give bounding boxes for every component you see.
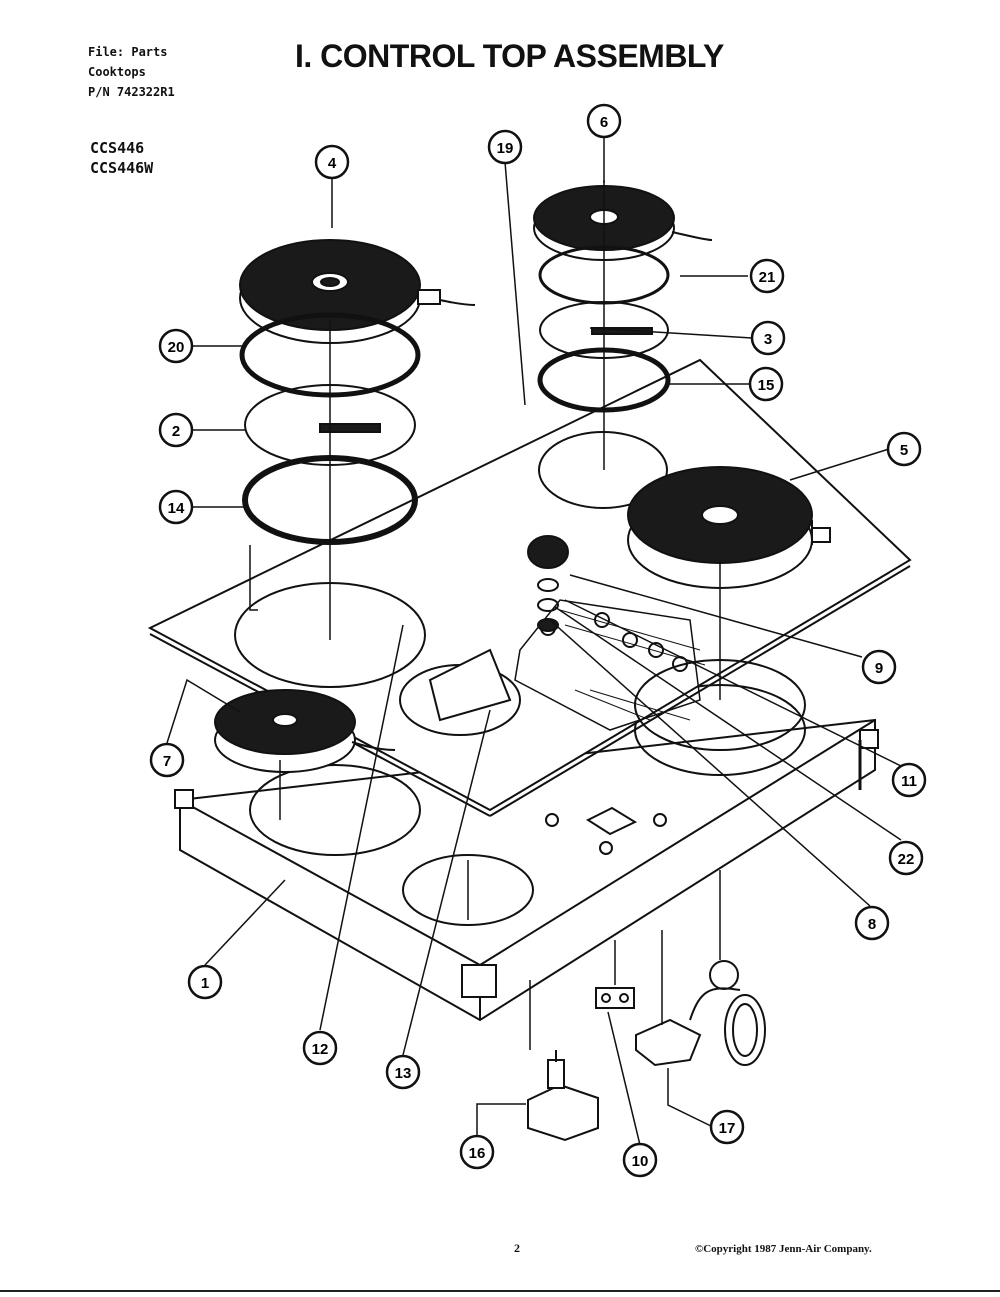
svg-text:5: 5 — [900, 442, 908, 459]
callout-8: 8 — [854, 905, 890, 941]
retainer-clip — [319, 423, 381, 433]
callout-11: 11 — [891, 762, 927, 798]
model-number-2: CCS446W — [90, 159, 154, 177]
terminal-block-part-10 — [595, 987, 635, 1009]
infinite-switch-part-16 — [527, 1050, 599, 1142]
part-number-label: P/N 742322R1 — [88, 85, 175, 99]
callout-16: 16 — [459, 1134, 495, 1170]
callout-2: 2 — [158, 412, 194, 448]
part-callouts: 1 2 3 4 5 6 7 8 9 10 11 12 13 14 15 16 1… — [149, 103, 927, 1178]
callout-6: 6 — [586, 103, 622, 139]
svg-text:8: 8 — [868, 916, 876, 933]
svg-text:15: 15 — [758, 377, 775, 394]
svg-text:2: 2 — [172, 423, 180, 440]
page-number: 2 — [514, 1241, 520, 1255]
svg-text:9: 9 — [875, 660, 883, 677]
svg-text:16: 16 — [469, 1145, 486, 1162]
file-label: File: Parts — [88, 45, 168, 59]
svg-text:14: 14 — [168, 500, 185, 517]
leader-lines — [166, 137, 906, 1146]
model-number-1: CCS446 — [90, 139, 145, 157]
callout-22: 22 — [888, 840, 924, 876]
retainer-clip-part-3 — [591, 327, 653, 335]
svg-text:19: 19 — [497, 140, 514, 157]
thermostat-assembly-part-17 — [635, 960, 766, 1067]
control-knob-holes — [540, 612, 688, 672]
callout-15: 15 — [748, 366, 784, 402]
svg-text:17: 17 — [719, 1120, 736, 1137]
bottom-rule — [0, 1290, 1000, 1292]
svg-text:11: 11 — [901, 773, 917, 790]
base-pan — [174, 684, 879, 1022]
callout-19: 19 — [487, 129, 523, 165]
callout-20: 20 — [158, 328, 194, 364]
svg-text:10: 10 — [632, 1153, 649, 1170]
copyright-notice: ©Copyright 1987 Jenn-Air Company. — [695, 1243, 872, 1255]
svg-text:3: 3 — [764, 331, 772, 348]
large-surface-element-left — [239, 239, 476, 344]
callout-1: 1 — [187, 964, 223, 1000]
small-surface-element-left-front — [214, 689, 396, 773]
callout-4: 4 — [314, 144, 350, 180]
callout-9: 9 — [861, 649, 897, 685]
callout-10: 10 — [622, 1142, 658, 1178]
svg-text:4: 4 — [328, 155, 337, 172]
callout-17: 17 — [709, 1109, 745, 1145]
svg-text:20: 20 — [168, 339, 185, 356]
callout-21: 21 — [749, 258, 785, 294]
svg-text:13: 13 — [395, 1065, 412, 1082]
page-title: I. CONTROL TOP ASSEMBLY — [295, 38, 724, 74]
svg-text:7: 7 — [163, 753, 171, 770]
large-surface-element-right-front — [627, 466, 831, 589]
callout-5: 5 — [886, 431, 922, 467]
callout-14: 14 — [158, 489, 194, 525]
callout-7: 7 — [149, 742, 185, 778]
assembly-guide-lines — [249, 180, 721, 1050]
svg-text:1: 1 — [201, 975, 209, 992]
callout-12: 12 — [302, 1030, 338, 1066]
callout-3: 3 — [750, 320, 786, 356]
svg-text:21: 21 — [759, 269, 776, 286]
svg-text:22: 22 — [898, 851, 915, 868]
svg-text:12: 12 — [312, 1041, 329, 1058]
callout-13: 13 — [385, 1054, 421, 1090]
svg-text:6: 6 — [600, 114, 608, 131]
category-label: Cooktops — [88, 65, 146, 79]
